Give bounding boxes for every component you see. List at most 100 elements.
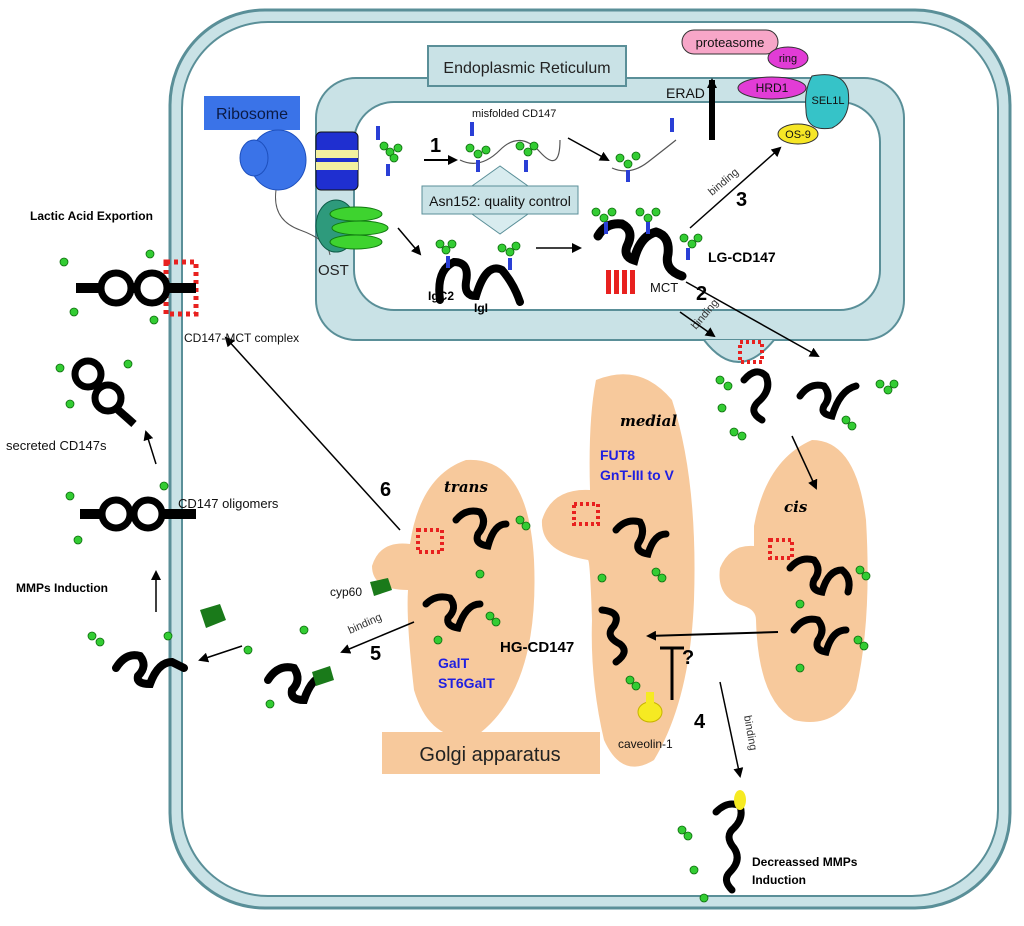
mct-vesicle [738,340,764,364]
cd147-medial-1 [612,517,670,558]
secreted-ring-1 [71,357,105,391]
step-2-arrow [685,281,820,357]
caveolin-1-stem [646,692,654,712]
medial-label: medial [620,412,677,430]
proteasome-label: proteasome [696,35,765,50]
cyp60-free-icon [200,604,226,628]
mct-helix-3 [622,270,627,294]
misfolded-label: misfolded CD147 [472,108,556,120]
cis-to-medial-arrow [646,630,779,641]
to-membrane-arrow [198,645,243,663]
mct-medial [572,502,600,526]
oligomer-ring-1 [98,496,134,532]
secreted-stem [113,405,137,427]
vesicle-to-cis-arrow [791,435,818,490]
step-6: 6 [380,479,391,501]
mmps-label: MMPs Induction [16,581,108,595]
step-2: 2 [696,283,707,305]
er-title-box [427,45,627,87]
cis-label: cis [784,498,808,516]
golgi-medial-cisterna [541,374,695,767]
step-5-arrow [340,621,415,654]
step-3-arrow [689,146,782,229]
caveolin-bound-icon [734,790,746,810]
step-6-arrow [224,336,401,531]
cyp60-label: cyp60 [330,585,362,599]
golgi-label-box [382,732,600,774]
translocon-channel-2 [316,162,358,170]
cd147-cis-1 [786,555,853,596]
lg-cd147-label: LG-CD147 [708,249,776,265]
ring-domain [767,46,809,70]
ost-helix-3 [329,234,383,250]
trans-label: trans [444,478,488,496]
ribosome-label: Ribosome [216,106,288,123]
cd147-ring-1 [97,269,135,307]
decreased-line-2: Induction [752,873,806,887]
decreased-line-1: Decreassed MMPs [752,855,858,869]
mct-cis [768,538,794,560]
os9 [777,123,819,145]
golgi-cis-cisterna [719,440,868,722]
mct-trans [416,528,444,554]
cd147-trans-2 [422,593,484,632]
complex-label: CD147-MCT complex [184,331,299,345]
sel1l-label: SEL1L [811,95,844,107]
oligomer-to-secreted-arrow [143,430,157,465]
cd147-cyp60-complex [264,663,330,705]
translocon-channel [316,150,358,158]
medial-enzyme-fut8: FUT8 [600,447,635,463]
hrd1-label: HRD1 [756,81,789,95]
ost-helix-1 [329,206,383,222]
glycan-core-links [376,118,690,270]
quality-control-arrow-up [470,165,530,187]
oligomers-label: CD147 oligomers [178,496,279,511]
cd147-cis-2 [790,615,850,656]
golgi-label: Golgi apparatus [419,744,560,766]
lactic-label: Lactic Acid Exportion [30,209,153,223]
trans-enzyme-st6galt: ST6GalT [438,675,495,691]
mct-helix-4 [630,270,635,294]
cyp60-icon [370,578,392,596]
cd147-free [796,381,860,420]
binding-arrow-2 [679,311,716,338]
cd147-ring-2 [133,269,171,307]
medial-enzyme-gnt: GnT-III to V [600,467,675,483]
step-5: 5 [370,643,381,665]
os9-label: OS-9 [785,129,811,141]
cd147-membrane-monomer [112,651,188,689]
trans-enzyme-galt: GalT [438,655,470,671]
step-4: 4 [694,711,706,733]
mct-helix-1 [606,270,611,294]
caveolin-label: caveolin-1 [618,737,673,751]
ribosome-label-box [204,96,300,130]
igi-label: IgI [474,301,488,315]
cd147-igc2-igi [435,257,524,306]
proteasome [681,29,779,55]
cd147-vesicle-er [740,368,772,424]
oligomer-ring-2 [130,496,166,532]
misfolded-chain-2 [611,139,677,172]
mct-helix-2 [614,270,619,294]
ring-label: ring [779,53,797,65]
ost-helix-2 [331,220,389,236]
question-mark: ? [682,647,694,669]
cd147-trans-1 [452,507,510,550]
synthesis-to-igc2-arrow [397,227,422,256]
mct-label: MCT [650,280,678,295]
sel1l [805,74,850,130]
igc2-label: IgC2 [428,289,454,303]
cyp60-bound-icon [312,666,334,686]
lg-cd147-protein [593,219,687,281]
step-4-arrow [719,681,744,778]
quality-control-arrow-down [470,213,530,235]
ribosome-small-subunit [239,139,269,177]
secreted-ring-2 [91,381,125,415]
translocon [315,131,359,191]
step-1: 1 [430,135,441,157]
secreted-label: secreted CD147s [6,438,107,453]
erad-label: ERAD [666,85,705,101]
hrd1 [737,76,807,100]
